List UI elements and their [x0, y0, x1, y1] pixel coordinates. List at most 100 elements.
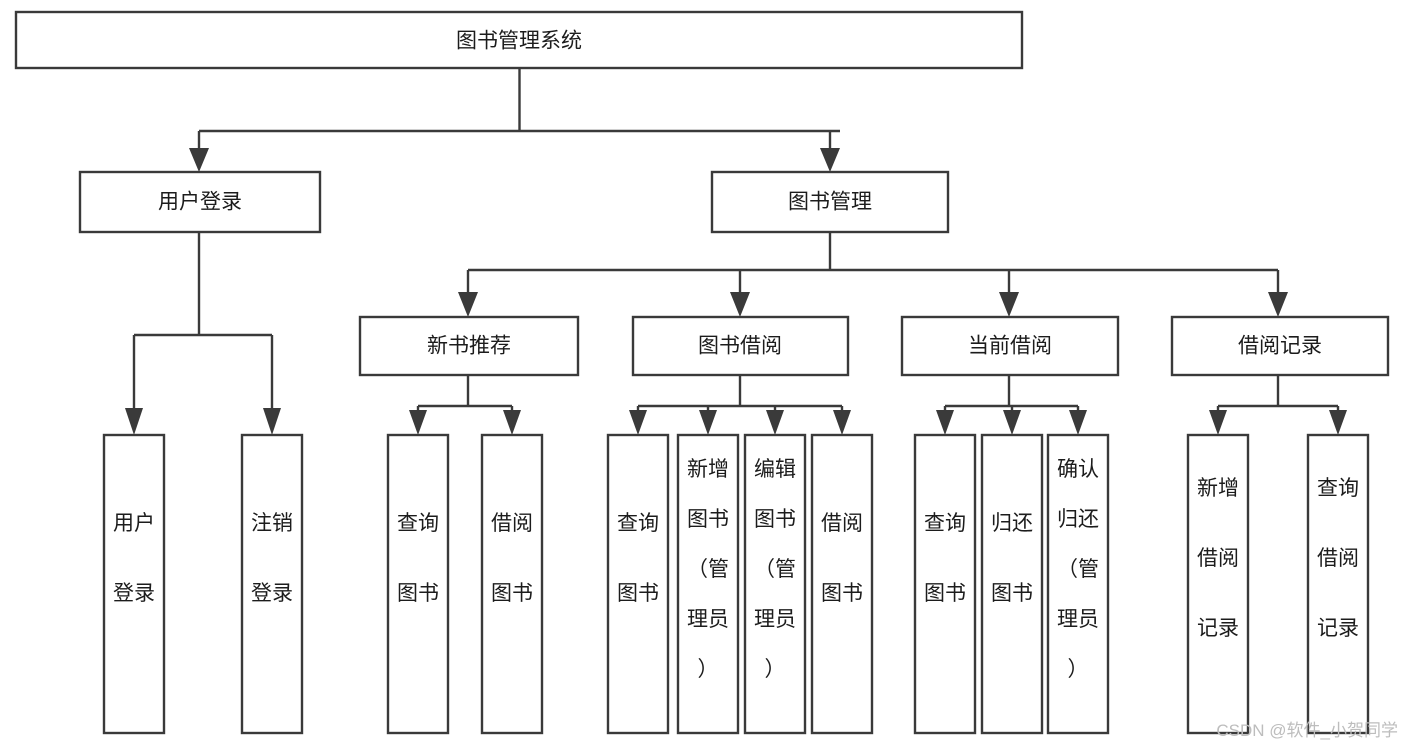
node-leaf-confirm-return-admin-line-0: 确认 [1057, 458, 1099, 481]
node-user-login-label: 用户登录 [158, 191, 242, 214]
node-leaf-edit-book-admin-line-3: 理员 [754, 608, 796, 631]
arrow-leaf-add-book-admin [699, 410, 717, 435]
node-leaf-query-book-current[interactable]: 查询 图书 [913, 433, 977, 735]
node-user-login-box[interactable] [78, 170, 322, 234]
node-leaf-borrow-book[interactable]: 借阅 图书 [810, 433, 874, 735]
arrow-to-borrow-record [1268, 292, 1288, 317]
node-leaf-query-book-borrow[interactable]: 查询 图书 [606, 433, 670, 735]
node-leaf-user-login[interactable]: 用户 登录 [102, 433, 166, 735]
node-leaf-confirm-return-admin-box[interactable] [1046, 433, 1110, 735]
node-leaf-edit-book-admin-line-1: 图书 [754, 508, 796, 531]
node-leaf-add-book-admin-line-3: 理员 [687, 608, 729, 631]
arrow-leaf-query-book-borrow [629, 410, 647, 435]
node-leaf-query-book-borrow-line-0: 查询 [617, 512, 659, 535]
node-leaf-query-book-recommend[interactable]: 查询 图书 [386, 433, 450, 735]
node-new-book-recommend-label: 新书推荐 [427, 335, 511, 358]
node-leaf-user-login-box[interactable] [102, 433, 166, 735]
node-leaf-query-book-current-box[interactable] [913, 433, 977, 735]
node-leaf-query-borrow-record-line-2: 记录 [1317, 617, 1359, 640]
node-leaf-add-book-admin-line-2: （管 [687, 558, 729, 581]
arrow-to-new-book-recommend [458, 292, 478, 317]
arrow-leaf-return-book [1003, 410, 1021, 435]
node-leaf-user-login-line-1: 登录 [113, 582, 155, 605]
node-leaf-borrow-book-recommend-line-1: 图书 [491, 582, 533, 605]
node-leaf-add-book-admin[interactable]: 新增 图书 （管 理员 ） [676, 433, 740, 735]
node-leaf-edit-book-admin-line-2: （管 [754, 558, 796, 581]
node-leaf-confirm-return-admin[interactable]: 确认 归还 （管 理员 ） [1046, 433, 1110, 735]
node-root-label: 图书管理系统 [456, 30, 582, 53]
node-leaf-borrow-book-recommend-line-0: 借阅 [491, 512, 533, 535]
node-leaf-borrow-book-box[interactable] [810, 433, 874, 735]
node-leaf-query-borrow-record-line-0: 查询 [1317, 477, 1359, 500]
node-leaf-add-book-admin-box[interactable] [676, 433, 740, 735]
node-leaf-add-borrow-record[interactable]: 新增 借阅 记录 [1186, 433, 1250, 735]
node-leaf-add-borrow-record-line-0: 新增 [1197, 477, 1239, 500]
arrow-leaf-query-borrow-record [1329, 410, 1347, 435]
node-borrow-record[interactable]: 借阅记录 [1170, 315, 1390, 377]
arrow-leaf-user-login [125, 408, 143, 435]
node-leaf-query-book-borrow-line-1: 图书 [617, 582, 659, 605]
node-leaf-edit-book-admin[interactable]: 编辑 图书 （管 理员 ） [743, 433, 807, 735]
node-leaf-confirm-return-admin-line-3: 理员 [1057, 608, 1099, 631]
node-leaf-add-book-admin-line-4: ） [698, 658, 719, 681]
node-leaf-confirm-return-admin-line-2: （管 [1057, 558, 1099, 581]
node-leaf-logout-box[interactable] [240, 433, 304, 735]
arrow-leaf-borrow-book [833, 410, 851, 435]
node-current-borrow-box[interactable] [900, 315, 1120, 377]
node-borrow-record-box[interactable] [1170, 315, 1390, 377]
node-new-book-recommend-box[interactable] [358, 315, 580, 377]
node-leaf-confirm-return-admin-line-1: 归还 [1057, 508, 1099, 531]
csdn-watermark: CSDN @软件_小贺同学 [1216, 721, 1398, 740]
node-leaf-query-book-current-line-0: 查询 [924, 512, 966, 535]
node-book-management-box[interactable] [710, 170, 950, 234]
node-leaf-borrow-book-recommend-box[interactable] [480, 433, 544, 735]
node-leaf-edit-book-admin-line-0: 编辑 [754, 458, 796, 481]
arrow-to-book-management [820, 148, 840, 172]
arrow-leaf-logout [263, 408, 281, 435]
node-leaf-query-borrow-record[interactable]: 查询 借阅 记录 [1306, 433, 1370, 735]
node-borrow-record-label: 借阅记录 [1238, 335, 1322, 358]
node-leaf-return-book-box[interactable] [980, 433, 1044, 735]
node-leaf-return-book-line-1: 图书 [991, 582, 1033, 605]
node-leaf-add-borrow-record-line-2: 记录 [1197, 617, 1239, 640]
arrow-leaf-edit-book-admin [766, 410, 784, 435]
node-leaf-logout-line-0: 注销 [251, 512, 293, 535]
node-root-box[interactable] [14, 10, 1024, 70]
node-leaf-query-book-current-line-1: 图书 [924, 582, 966, 605]
node-current-borrow[interactable]: 当前借阅 [900, 315, 1120, 377]
arrow-to-user-login [189, 148, 209, 172]
node-leaf-query-book-recommend-line-1: 图书 [397, 582, 439, 605]
node-leaf-query-book-borrow-box[interactable] [606, 433, 670, 735]
connector-layer [125, 68, 1347, 435]
node-leaf-query-borrow-record-line-1: 借阅 [1317, 547, 1359, 570]
node-leaf-add-borrow-record-box[interactable] [1186, 433, 1250, 735]
node-book-management[interactable]: 图书管理 [710, 170, 950, 234]
node-user-login[interactable]: 用户登录 [78, 170, 322, 234]
arrow-to-current-borrow [999, 292, 1019, 317]
node-leaf-return-book[interactable]: 归还 图书 [980, 433, 1044, 735]
node-leaf-borrow-book-recommend[interactable]: 借阅 图书 [480, 433, 544, 735]
node-leaf-add-book-admin-line-1: 图书 [687, 508, 729, 531]
node-new-book-recommend[interactable]: 新书推荐 [358, 315, 580, 377]
node-leaf-borrow-book-line-1: 图书 [821, 582, 863, 605]
node-root[interactable]: 图书管理系统 [14, 10, 1024, 70]
node-leaf-logout[interactable]: 注销 登录 [240, 433, 304, 735]
node-current-borrow-label: 当前借阅 [968, 335, 1052, 358]
node-leaf-edit-book-admin-box[interactable] [743, 433, 807, 735]
node-book-borrow[interactable]: 图书借阅 [631, 315, 850, 377]
node-leaf-edit-book-admin-line-4: ） [765, 658, 786, 681]
node-leaf-query-book-recommend-line-0: 查询 [397, 512, 439, 535]
node-leaf-query-borrow-record-box[interactable] [1306, 433, 1370, 735]
node-book-borrow-label: 图书借阅 [698, 335, 782, 358]
node-leaf-add-borrow-record-line-1: 借阅 [1197, 547, 1239, 570]
node-leaf-return-book-line-0: 归还 [991, 512, 1033, 535]
node-leaf-confirm-return-admin-line-4: ） [1068, 658, 1089, 681]
node-book-borrow-box[interactable] [631, 315, 850, 377]
arrow-leaf-confirm-return-admin [1069, 410, 1087, 435]
arrow-leaf-borrow-book-recommend [503, 410, 521, 435]
node-leaf-query-book-recommend-box[interactable] [386, 433, 450, 735]
node-leaf-borrow-book-line-0: 借阅 [821, 512, 863, 535]
node-book-management-label: 图书管理 [788, 191, 872, 214]
